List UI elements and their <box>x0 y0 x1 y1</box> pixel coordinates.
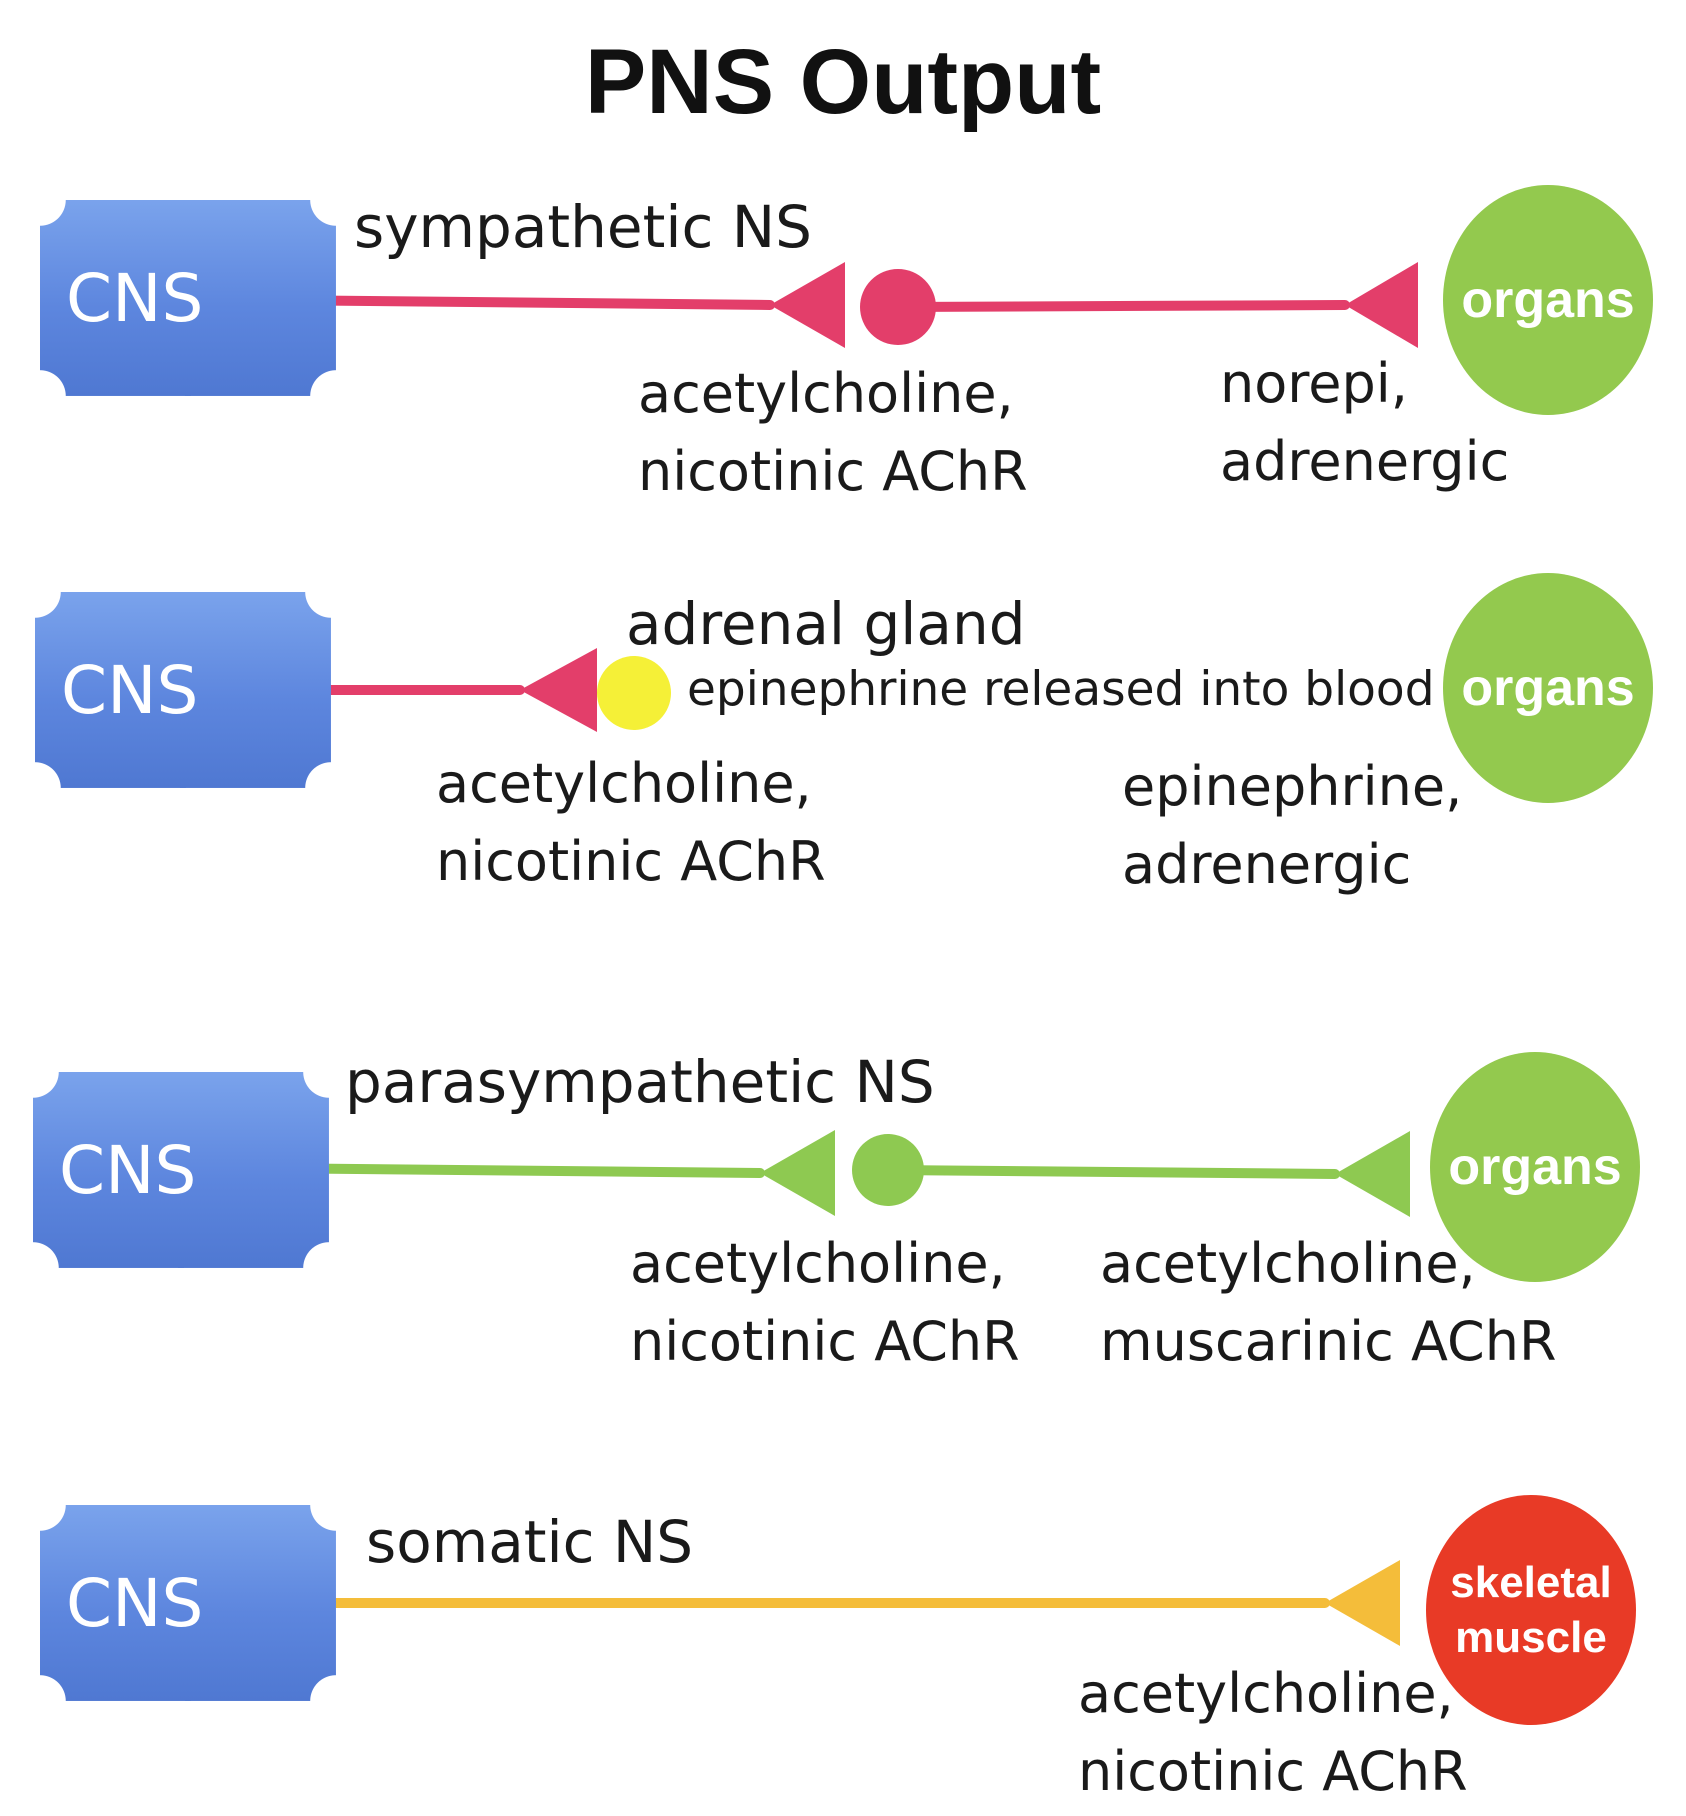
organs-target-adrenal: organs <box>1443 573 1653 803</box>
organs-target-sympathetic: organs <box>1443 185 1653 415</box>
adrenal-synapse-label: acetylcholine, nicotinic AChR <box>436 745 826 902</box>
cns-box-parasympathetic: CNS <box>33 1072 329 1268</box>
preganglionic-axon-sympathetic <box>260 295 775 310</box>
target-line: muscle <box>1455 1613 1607 1662</box>
organs-target-parasympathetic: organs <box>1430 1052 1640 1282</box>
label-line: adrenergic <box>1122 833 1412 897</box>
cns-label: CNS <box>66 1564 204 1642</box>
label-line: nicotinic AChR <box>630 1310 1020 1374</box>
adrenal-target-label: epinephrine, adrenergic <box>1122 748 1462 905</box>
axon-terminal-parasympathetic-organ <box>1335 1131 1410 1217</box>
target-line: skeletal <box>1450 1558 1612 1607</box>
parasympathetic-heading: parasympathetic NS <box>345 1048 935 1116</box>
sympathetic-heading: sympathetic NS <box>354 193 812 261</box>
label-line: norepi, <box>1220 352 1408 415</box>
axon-terminal-sympathetic-organ <box>1345 262 1418 348</box>
preganglionic-axon-parasympathetic <box>249 1163 765 1178</box>
postganglionic-axon-sympathetic <box>895 300 1350 312</box>
parasympathetic-ganglion-label: acetylcholine, nicotinic AChR <box>630 1225 1020 1382</box>
label-line: nicotinic AChR <box>436 830 826 894</box>
cell-body-dot-parasympathetic-post <box>852 1134 924 1206</box>
postganglionic-axon-parasympathetic <box>883 1165 1340 1179</box>
cell-body-dot-sympathetic-post <box>860 269 936 345</box>
skeletal-muscle-target: skeletal muscle <box>1426 1495 1636 1725</box>
cns-box-adrenal: CNS <box>35 592 331 788</box>
label-line: nicotinic AChR <box>638 440 1028 504</box>
label-line: nicotinic AChR <box>1078 1740 1468 1804</box>
label-line: muscarinic AChR <box>1100 1310 1557 1374</box>
label-line: acetylcholine, <box>638 362 1014 425</box>
cns-label: CNS <box>61 651 199 729</box>
diagram-title: PNS Output <box>584 31 1102 133</box>
sympathetic-ganglion-label: acetylcholine, nicotinic AChR <box>638 355 1028 512</box>
epinephrine-dot <box>597 656 671 730</box>
cns-label: CNS <box>59 1131 197 1209</box>
somatic-target-label: acetylcholine, nicotinic AChR <box>1078 1655 1468 1812</box>
adrenal-heading: adrenal gland <box>626 590 1026 658</box>
axon-terminal-sympathetic-ganglion <box>770 262 845 348</box>
axon-terminal-parasympathetic-ganglion <box>760 1130 835 1216</box>
somatic-heading: somatic NS <box>366 1508 694 1576</box>
label-line: acetylcholine, <box>436 752 812 815</box>
label-line: acetylcholine, <box>630 1232 1006 1295</box>
epinephrine-release-text: epinephrine released into blood <box>687 662 1435 717</box>
label-line: epinephrine, <box>1122 755 1463 818</box>
parasympathetic-target-label: acetylcholine, muscarinic AChR <box>1100 1225 1556 1382</box>
cns-label: CNS <box>66 259 204 337</box>
sympathetic-target-label: norepi, adrenergic <box>1220 345 1509 502</box>
axon-terminal-adrenal <box>520 648 597 732</box>
axon-terminal-somatic <box>1325 1560 1400 1646</box>
label-line: acetylcholine, <box>1078 1662 1454 1725</box>
cns-box-sympathetic: CNS <box>40 200 336 396</box>
cns-box-somatic: CNS <box>40 1505 336 1701</box>
label-line: acetylcholine, <box>1100 1232 1476 1295</box>
label-line: adrenergic <box>1220 430 1510 494</box>
